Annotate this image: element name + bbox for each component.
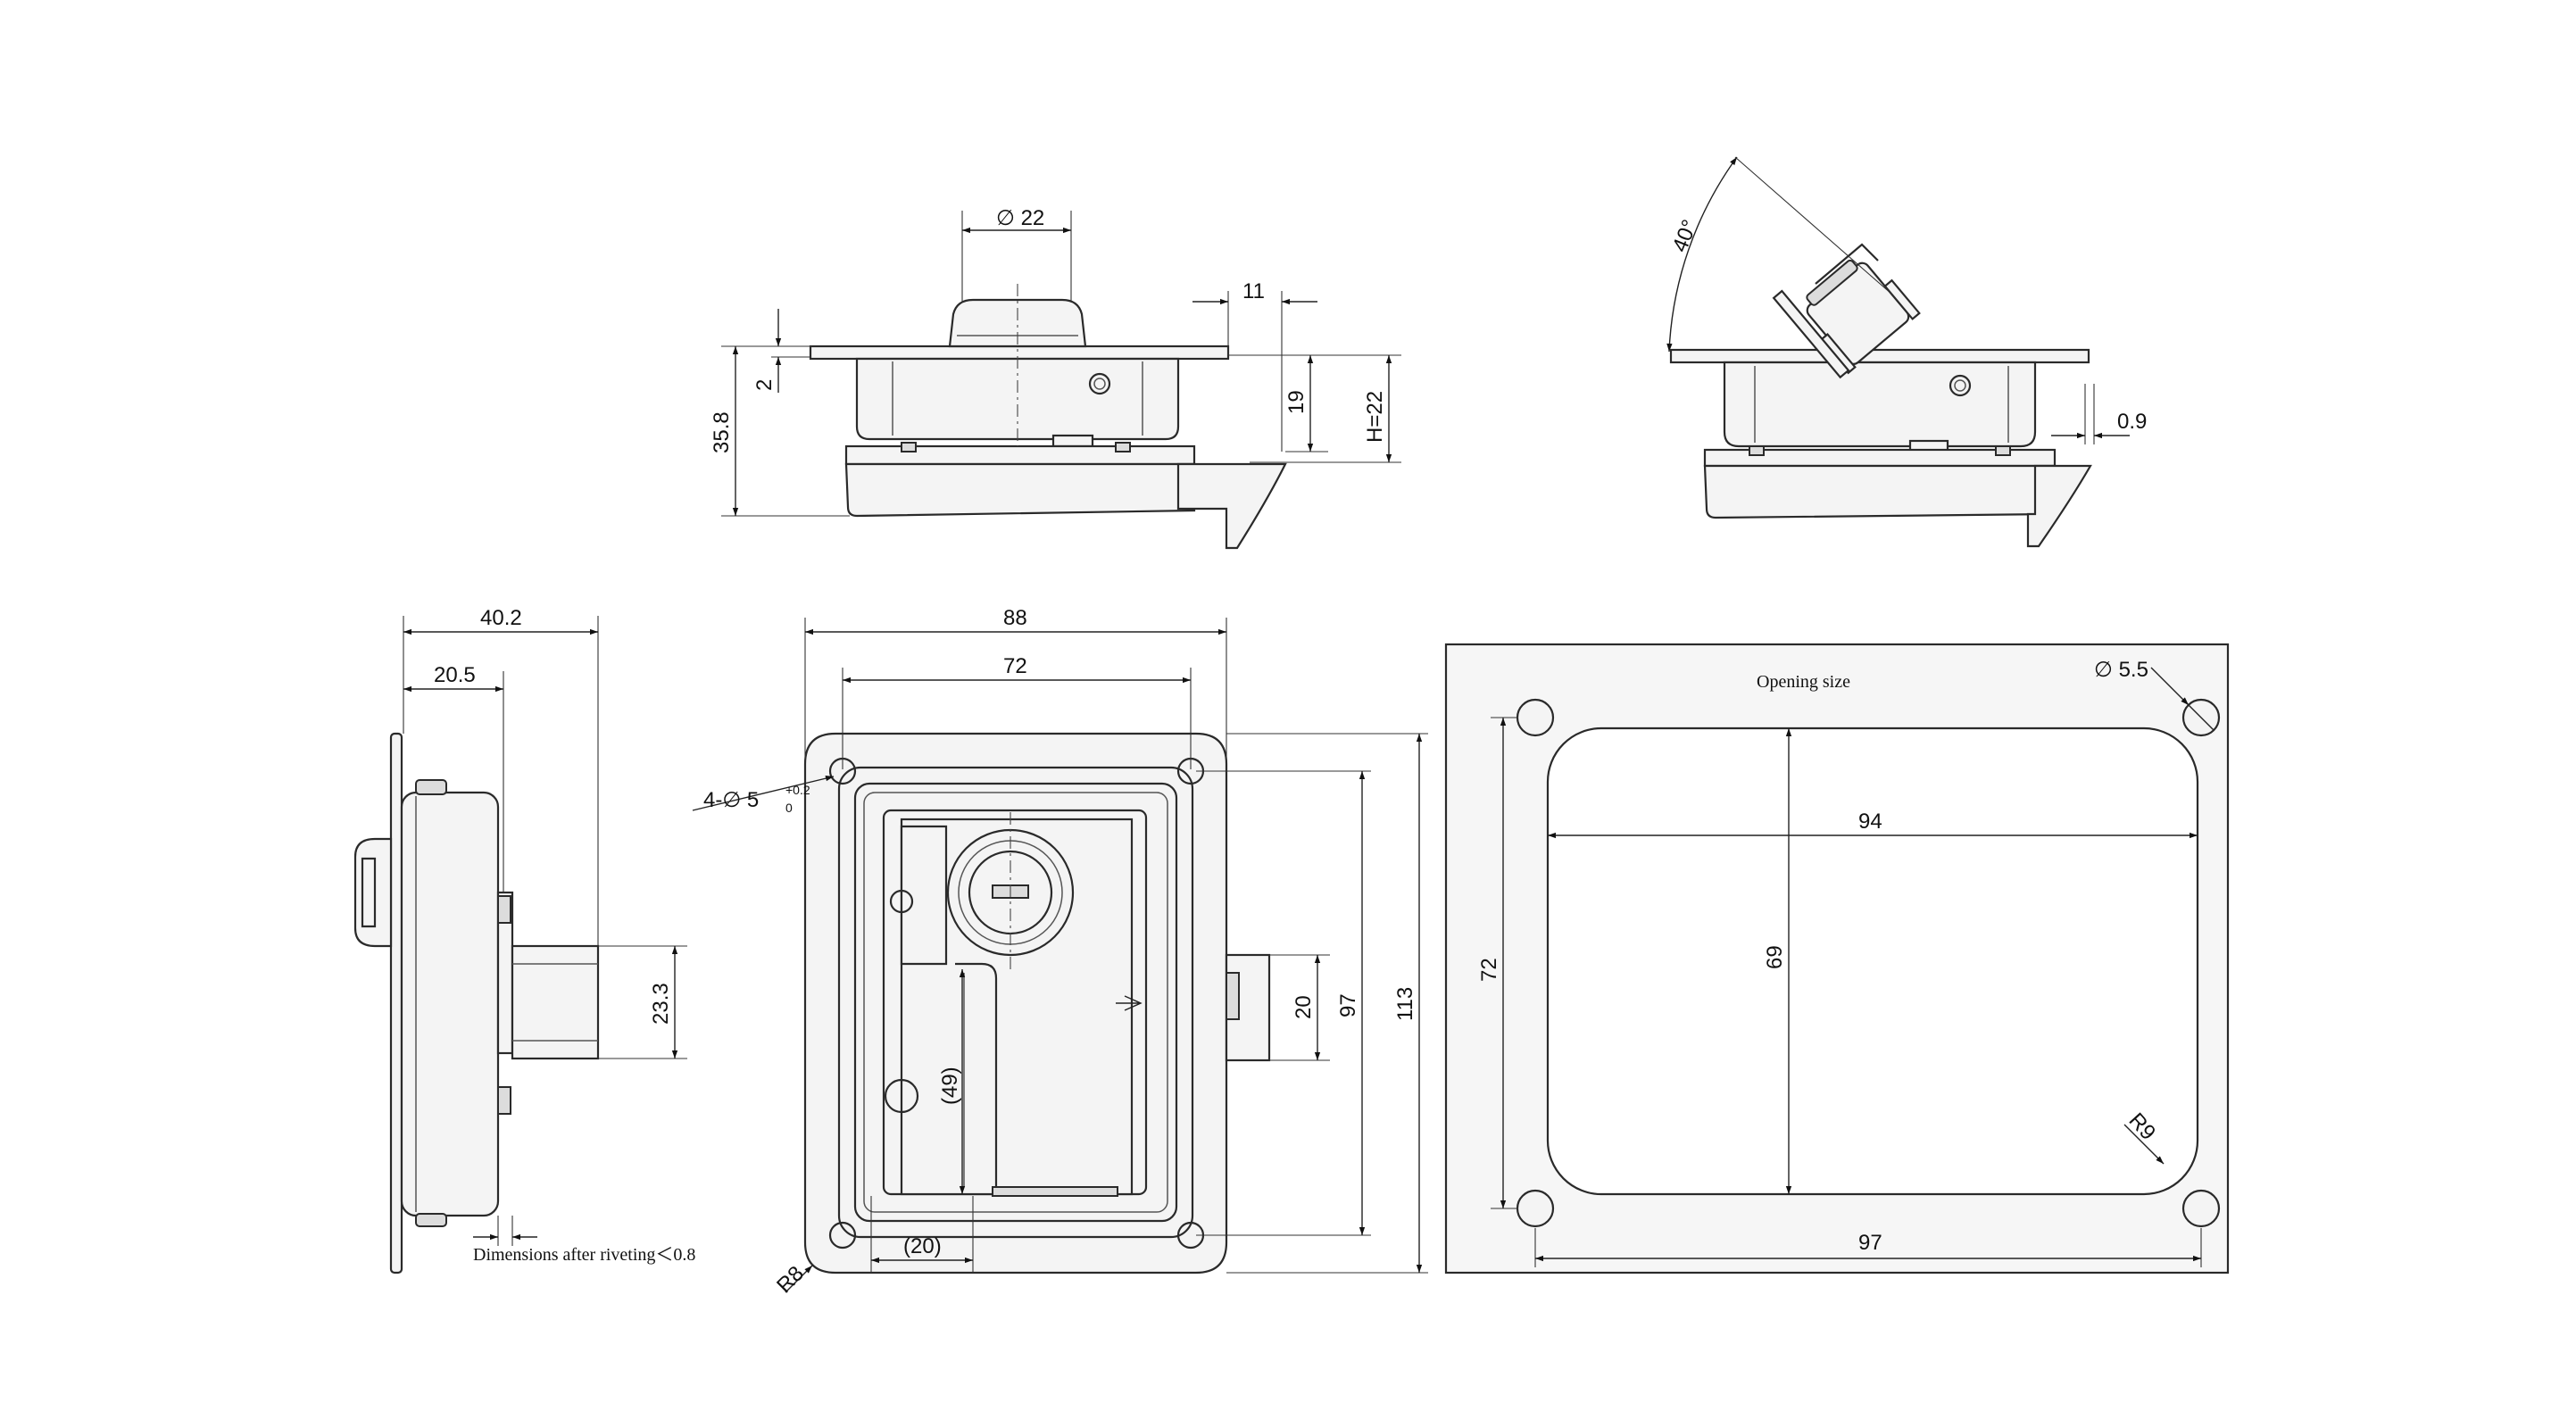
dim-holes-tol-lower: 0 bbox=[785, 801, 793, 815]
dim-flange-2: 2 bbox=[752, 379, 777, 391]
dim-open-angle: 40° bbox=[1668, 216, 1703, 255]
front-view: ∅ 22 11 19 H=22 2 35.8 bbox=[710, 206, 1401, 550]
cutout-title: Opening size bbox=[1757, 672, 1850, 692]
dim-handle-49: (49) bbox=[938, 1067, 962, 1105]
open-handle-view: 40° 0.9 bbox=[1666, 156, 2147, 548]
dim-bolt-23-3: 23.3 bbox=[649, 983, 673, 1025]
dim-hole-dia: ∅ 5.5 bbox=[2094, 658, 2148, 682]
dim-width-72: 72 bbox=[1003, 654, 1027, 678]
dim-total-35-8: 35.8 bbox=[710, 411, 734, 453]
dim-depth-20-5: 20.5 bbox=[434, 663, 476, 687]
mount-hole-tl bbox=[1516, 698, 1555, 737]
dim-width-94: 94 bbox=[1858, 809, 1882, 834]
top-view: 88 72 4-∅ 5 +0.2 0 97 113 20 (49) (20) bbox=[692, 606, 1428, 1298]
dim-bolt-20: 20 bbox=[1292, 995, 1316, 1019]
side-view: 40.2 20.5 23.3 Dimensions after riveting… bbox=[353, 606, 695, 1274]
dim-height-69: 69 bbox=[1763, 945, 1787, 969]
dim-height-h: H=22 bbox=[1363, 391, 1387, 443]
dim-hole-pitch-97: 97 bbox=[1858, 1231, 1882, 1255]
dim-depth-40-2: 40.2 bbox=[480, 606, 522, 630]
note-riveting: Dimensions after riveting＜0.8 bbox=[473, 1245, 695, 1265]
mount-hole-br bbox=[2181, 1189, 2221, 1228]
cutout-view: Opening size ∅ 5.5 94 69 72 97 R9 bbox=[1444, 643, 2230, 1274]
dim-width-88: 88 bbox=[1003, 606, 1027, 630]
dim-offset-20: (20) bbox=[903, 1234, 942, 1258]
dim-holes: 4-∅ 5 bbox=[703, 788, 759, 812]
dim-holes-tol-upper: +0.2 bbox=[785, 783, 810, 797]
mount-hole-bl bbox=[1516, 1189, 1555, 1228]
dim-height-19: 19 bbox=[1284, 390, 1309, 414]
raised-handle bbox=[1772, 259, 1921, 379]
lock-body bbox=[809, 284, 1287, 550]
dim-height-113: 113 bbox=[1393, 987, 1417, 1021]
dim-gap-0-9: 0.9 bbox=[2117, 410, 2147, 434]
dim-hole-pitch-72: 72 bbox=[1477, 958, 1501, 982]
dim-width-11: 11 bbox=[1242, 279, 1265, 303]
opening-outline bbox=[1546, 726, 2199, 1196]
dim-height-97: 97 bbox=[1336, 993, 1360, 1017]
dim-head-diameter: ∅ 22 bbox=[996, 206, 1044, 230]
dim-radius-r8: R8 bbox=[772, 1261, 809, 1298]
